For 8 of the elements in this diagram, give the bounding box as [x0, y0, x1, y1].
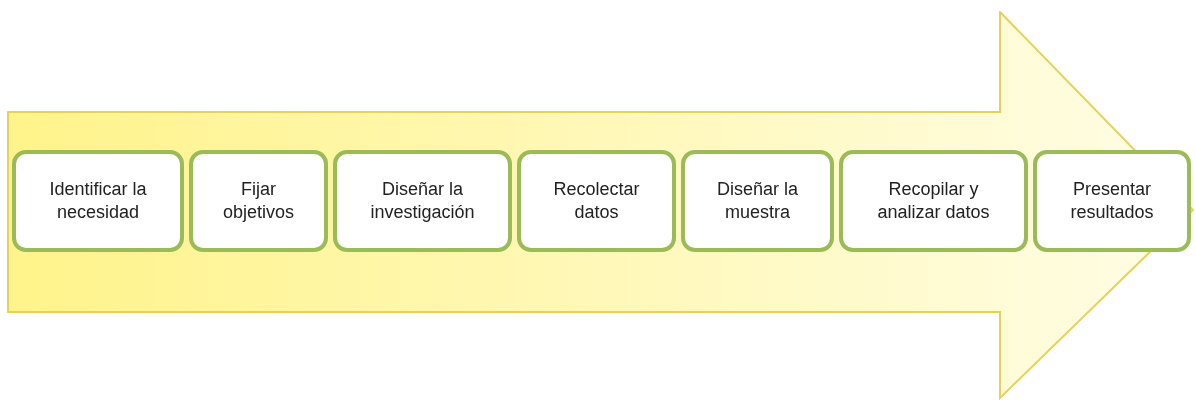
step-box: Recopilar y analizar datos: [839, 150, 1028, 252]
step-box: Fijar objetivos: [189, 150, 328, 252]
step-box: Presentar resultados: [1033, 150, 1191, 252]
step-box: Identificar la necesidad: [12, 150, 184, 252]
step-box: Recolectar datos: [517, 150, 676, 252]
step-box: Diseñar la investigación: [333, 150, 512, 252]
large-arrow: [7, 11, 1195, 400]
step-box: Diseñar la muestra: [681, 150, 834, 252]
